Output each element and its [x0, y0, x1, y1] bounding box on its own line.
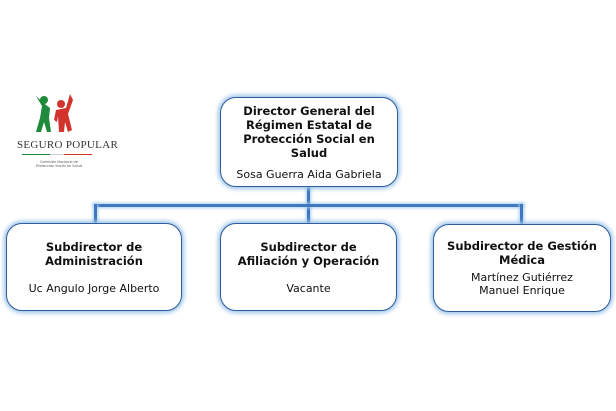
- logo-subtitle: Comisión Nacional de Protección Social e…: [35, 160, 83, 168]
- people-logo-icon: [36, 94, 73, 132]
- director-title: Director General del Régimen Estatal de …: [243, 103, 375, 160]
- subordinate-name: Martínez Gutiérrez Manuel Enrique: [471, 271, 573, 297]
- connector-left: [94, 204, 97, 224]
- logo-brand-text: SEGURO POPULAR: [17, 139, 119, 151]
- subordinate-title: Subdirector de Gestión Médica: [447, 239, 597, 267]
- subordinate-name: Uc Angulo Jorge Alberto: [28, 281, 160, 295]
- subordinate-title: Subdirector de Administración: [45, 239, 143, 268]
- subordinate-box-afiliacion: Subdirector de Afiliación y Operación Va…: [220, 223, 397, 311]
- subordinate-name: Vacante: [286, 281, 331, 295]
- subordinate-box-administracion: Subdirector de Administración Uc Angulo …: [6, 223, 182, 311]
- seguro-popular-logo: SEGURO POPULAR Comisión Nacional de Prot…: [14, 92, 118, 168]
- connector-horizontal: [94, 204, 523, 207]
- logo-stripe: [22, 154, 92, 155]
- director-name: Sosa Guerra Aida Gabriela: [236, 167, 382, 181]
- subordinate-box-gestion-medica: Subdirector de Gestión Médica Martínez G…: [433, 224, 611, 312]
- subordinate-title: Subdirector de Afiliación y Operación: [237, 239, 380, 268]
- director-box: Director General del Régimen Estatal de …: [220, 97, 398, 187]
- connector-right: [520, 204, 523, 225]
